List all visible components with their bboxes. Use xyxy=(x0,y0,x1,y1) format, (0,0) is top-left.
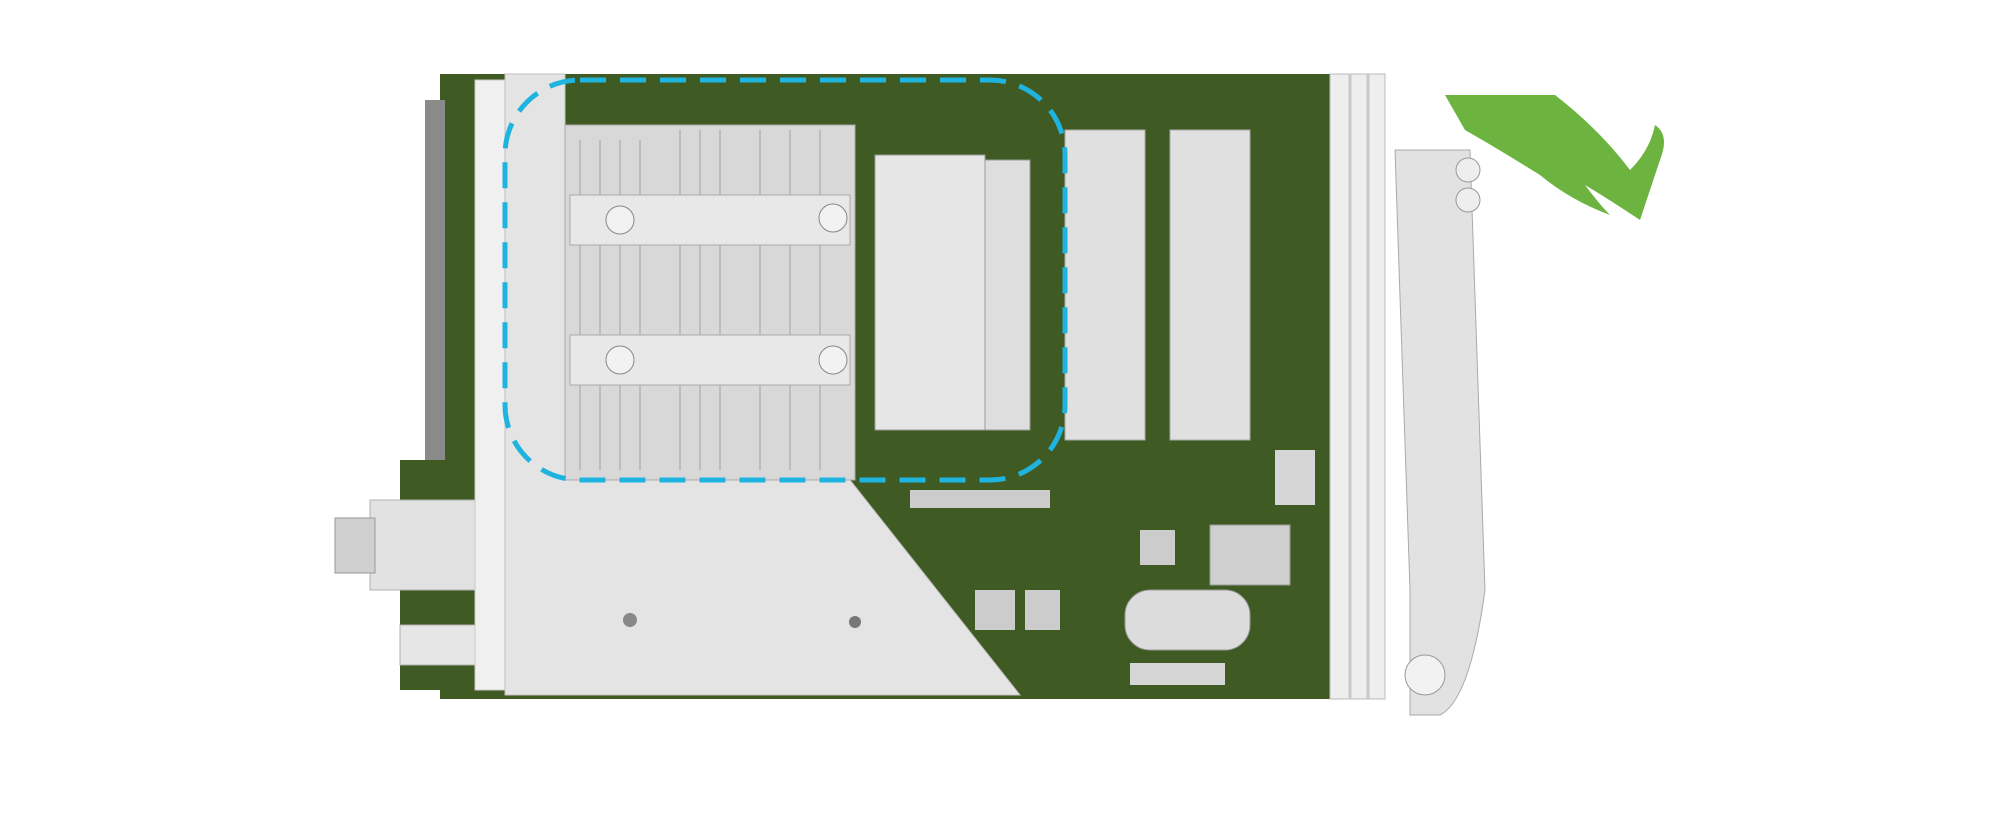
screw xyxy=(849,616,861,628)
connector xyxy=(910,490,1050,508)
cpu-heatsink xyxy=(564,124,856,481)
heatsink-screw xyxy=(605,345,635,375)
chip xyxy=(1025,590,1060,630)
heatsink-screw xyxy=(818,345,848,375)
connector xyxy=(1275,450,1315,505)
heatsink-screw xyxy=(605,205,635,235)
m2-ssd xyxy=(1064,129,1146,441)
rear-connector xyxy=(369,499,491,591)
right-rail xyxy=(1329,73,1386,700)
heatsink-screw xyxy=(818,203,848,233)
handle-screw xyxy=(1455,187,1481,213)
connector xyxy=(1130,663,1225,685)
chip xyxy=(975,590,1015,630)
m2-ssd xyxy=(1169,129,1251,441)
screw xyxy=(623,613,637,627)
heatsink-fins xyxy=(579,130,821,470)
green-latch-icon xyxy=(1445,95,1664,220)
left-rail xyxy=(474,79,506,691)
rear-connector-tab xyxy=(334,517,376,574)
handle-pivot xyxy=(1404,654,1446,696)
battery-holder xyxy=(1124,589,1251,651)
memory-module-slot xyxy=(984,159,1031,431)
chip xyxy=(1140,530,1175,565)
handle-screw xyxy=(1455,157,1481,183)
pcb-left-edge xyxy=(425,100,445,460)
sfp-cage xyxy=(1209,524,1291,586)
memory-module xyxy=(874,154,986,431)
ejector-handle xyxy=(1394,149,1486,716)
cpu-memory-highlight xyxy=(502,77,1068,483)
